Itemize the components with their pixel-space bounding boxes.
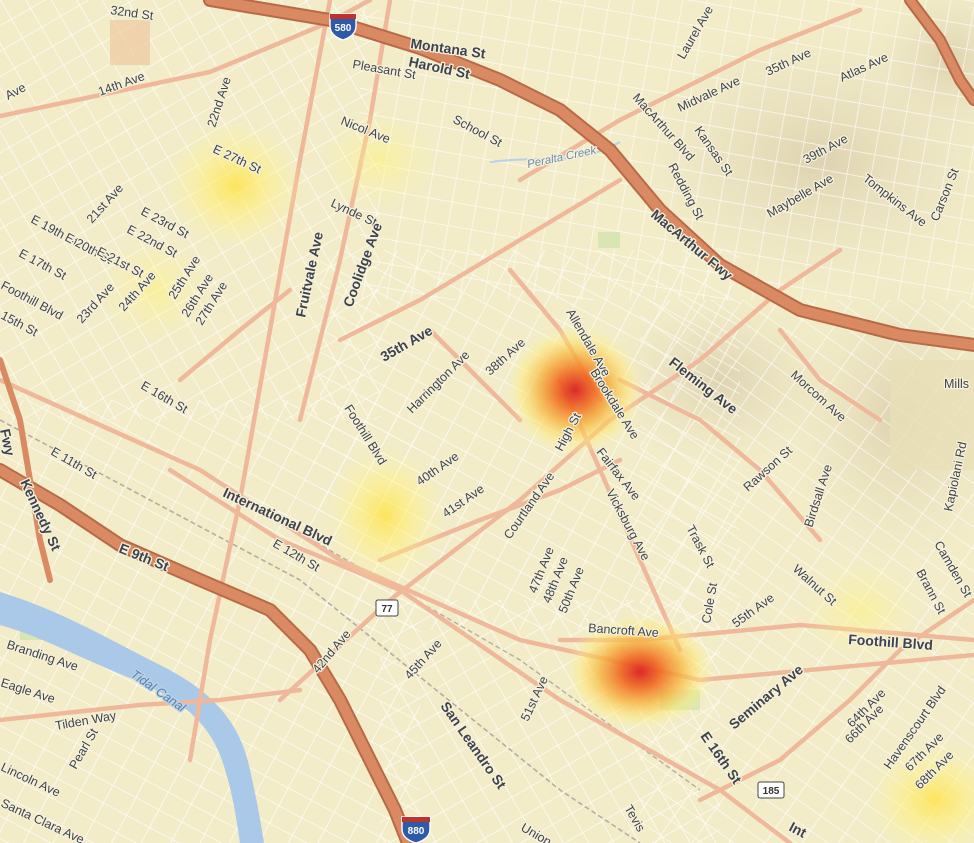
svg-text:880: 880 (408, 826, 425, 837)
hotspot-low-e27th (165, 120, 305, 250)
label-mills: Mills (944, 377, 969, 391)
hotspot-high-south (565, 614, 715, 730)
shield-185: 185 (757, 781, 785, 799)
hotspot-low-southeast (865, 740, 974, 843)
svg-text:185: 185 (763, 786, 780, 797)
svg-text:580: 580 (335, 23, 352, 34)
hotspot-low-east (800, 560, 920, 660)
shield-77: 77 (375, 599, 399, 617)
label-bancroft-ave: Bancroft Ave (588, 621, 660, 640)
hotspot-low-foothill (325, 445, 445, 585)
svg-text:77: 77 (381, 604, 393, 615)
hotspot-high-north (507, 325, 643, 455)
hotspot-low-mid (100, 235, 210, 345)
label-nimitz-fwy: Fwy (0, 427, 18, 457)
hotspot-low-top (320, 110, 440, 210)
heatmap-layer (100, 110, 974, 843)
shield-580: 580 (329, 13, 357, 41)
